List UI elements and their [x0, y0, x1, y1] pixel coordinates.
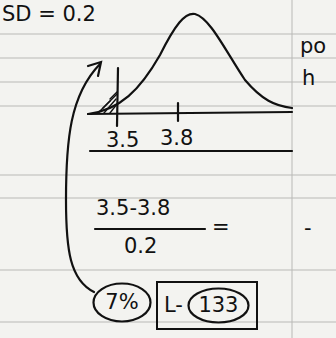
hatching — [98, 92, 117, 113]
handwritten-note: - — [304, 218, 312, 239]
handwritten-note: 3.8 — [160, 128, 193, 149]
handwritten-note: SD = 0.2 — [2, 4, 96, 25]
handwritten-note: 3.5-3.8 — [96, 198, 170, 219]
handwritten-note: h — [302, 68, 315, 89]
pointer-arrow — [66, 64, 100, 292]
arrow-head — [88, 62, 101, 76]
handwritten-note: = — [212, 217, 230, 238]
handwritten-note: po — [300, 36, 326, 57]
normal-curve — [88, 14, 292, 114]
baseline — [88, 112, 292, 114]
cutoff-line — [117, 68, 118, 126]
handwritten-note: 0.2 — [124, 236, 157, 257]
answer-box: L- 133 — [156, 281, 258, 330]
node-text: 133 — [198, 295, 238, 316]
circled-value: 133 — [187, 287, 250, 324]
node-text: L- — [164, 295, 183, 316]
handwritten-note: 3.5 — [106, 130, 139, 151]
fraction-bar — [95, 228, 205, 230]
mean-tick — [177, 103, 179, 121]
node-text: 7% — [105, 292, 138, 313]
circled-value: 7% — [92, 282, 152, 323]
